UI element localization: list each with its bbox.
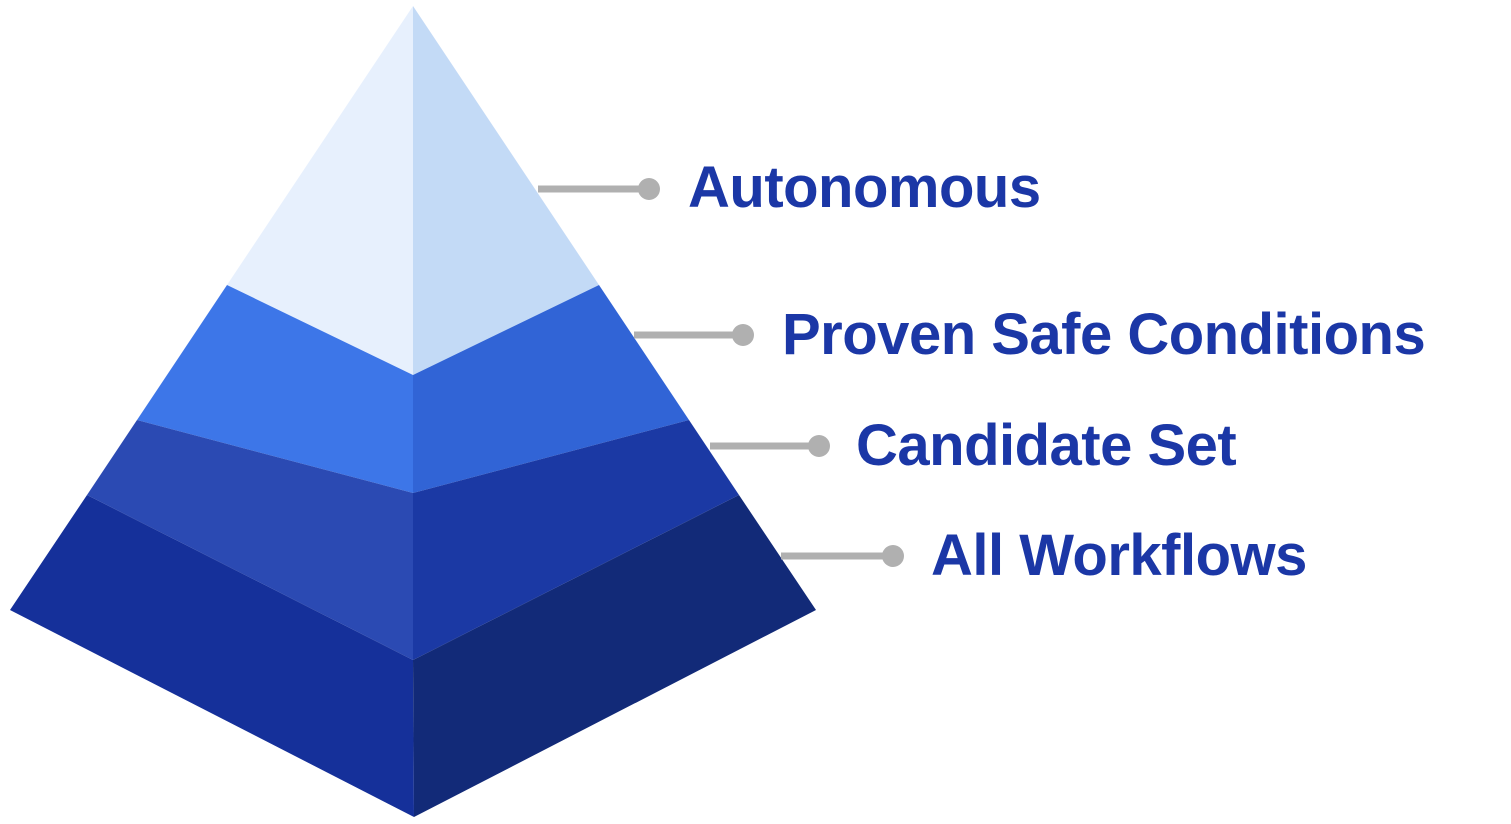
layer-proven-safe-left-face [137,285,413,493]
connector-dot-all-workflows [882,545,904,567]
layer-proven-safe-right-face [413,285,689,493]
layer-all-workflows-left-face [10,495,414,817]
connector-dot-candidate-set [808,435,830,457]
layer-autonomous-left-face [227,6,413,375]
layer-all-workflows-right-face [413,495,816,817]
label-candidate-set: Candidate Set [856,413,1237,478]
label-all-workflows: All Workflows [931,523,1307,588]
layer-candidate-set-left-face [87,420,413,660]
layer-autonomous-right-face [413,6,599,375]
layer-candidate-set-right-face [413,420,739,660]
label-autonomous: Autonomous [688,155,1041,220]
connector-dot-autonomous [638,178,660,200]
label-proven-safe-conditions: Proven Safe Conditions [782,302,1426,367]
connector-dot-proven-safe [732,324,754,346]
